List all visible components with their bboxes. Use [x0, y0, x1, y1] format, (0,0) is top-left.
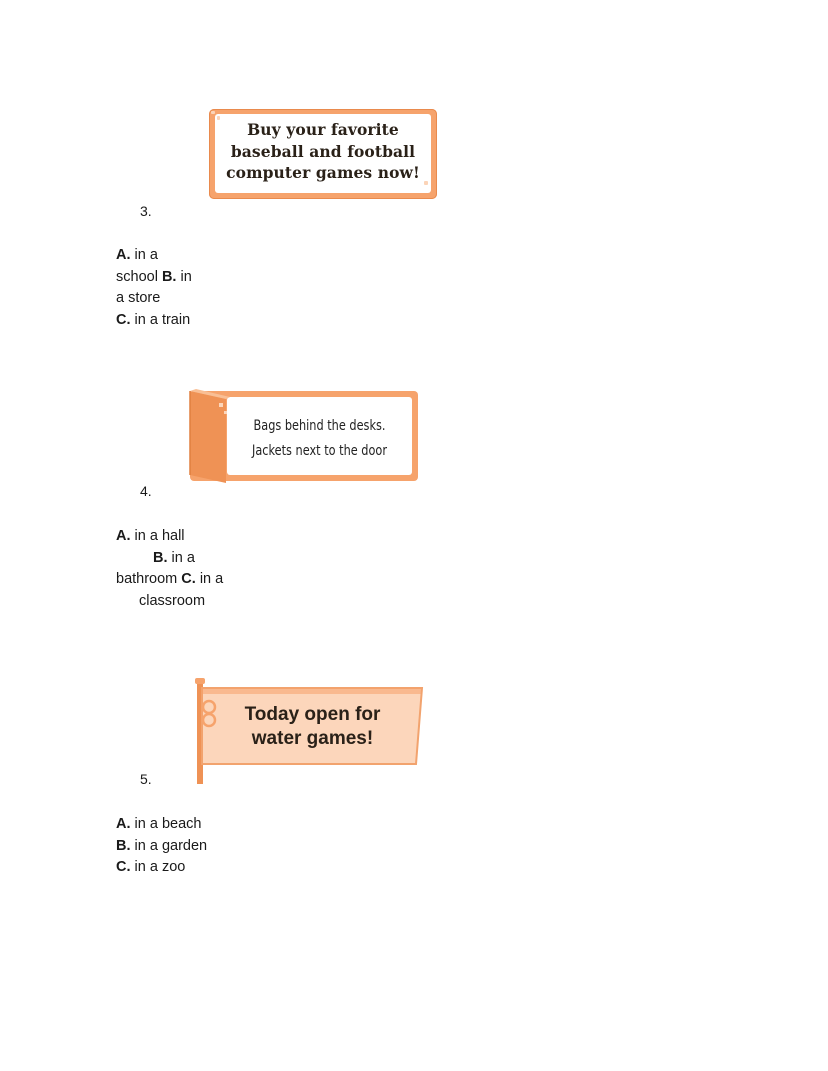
- option-letter: B.: [161, 268, 177, 285]
- option-text: in a: [171, 549, 195, 566]
- sign-3-line-1: Buy your favorite: [247, 120, 399, 139]
- sign-4-panel: [227, 397, 412, 475]
- option-text: in a hall: [134, 528, 185, 544]
- question-5-options: A. in a beach B. in a garden C. in a zoo: [116, 814, 207, 879]
- sign-5-line-2: water games!: [251, 728, 374, 749]
- option-text: in a zoo: [134, 859, 186, 875]
- sign-3-panel: [215, 114, 431, 193]
- option-letter: A.: [116, 816, 131, 832]
- sign-3-speck: [424, 181, 428, 185]
- option-text: bathroom: [116, 571, 178, 587]
- option-text: in a train: [134, 311, 191, 328]
- option-text: classroom: [139, 592, 206, 609]
- option-text: in a garden: [134, 837, 208, 854]
- sign-3-speck: [217, 116, 220, 120]
- sign-3-speck: [211, 111, 215, 114]
- option-letter: B.: [153, 549, 168, 566]
- option-text: a store: [116, 290, 161, 306]
- option-letter: C.: [181, 571, 196, 587]
- option-text: in a beach: [134, 816, 202, 832]
- sign-4-line-1: Bags behind the desks.: [253, 418, 386, 434]
- option-text: in: [180, 268, 192, 285]
- sign-4-text: Bags behind the desks. Jackets next to t…: [247, 414, 391, 464]
- option-text: in a: [199, 571, 224, 587]
- flag-sign-icon: [195, 678, 424, 784]
- question-5-number: 5.: [140, 771, 152, 787]
- option-letter: C.: [116, 859, 131, 875]
- question-4-options: A. in a hall B. in a bathroom C. in a cl…: [116, 526, 223, 612]
- option-letter: B.: [116, 837, 131, 854]
- option-text: in a: [134, 247, 158, 263]
- sign-4-line-2: Jackets next to the door: [252, 443, 387, 459]
- question-4-number: 4.: [140, 483, 152, 499]
- sign-5-text: Today open for water games!: [215, 703, 410, 751]
- sign-3-text: Buy your favorite baseball and football …: [215, 119, 431, 184]
- option-letter: A.: [116, 528, 131, 544]
- option-text: school: [116, 268, 158, 285]
- question-3-options: A. in a school B. in a store C. in a tra…: [116, 245, 192, 331]
- sign-3-line-2: baseball and football: [230, 141, 416, 161]
- option-letter: A.: [116, 247, 131, 263]
- option-letter: C.: [116, 311, 131, 328]
- sign-3-line-3: computer games now!: [226, 163, 420, 182]
- door-panel-icon: [189, 389, 230, 483]
- question-3-number: 3.: [140, 203, 152, 219]
- sign-5-line-1: Today open for: [244, 704, 381, 725]
